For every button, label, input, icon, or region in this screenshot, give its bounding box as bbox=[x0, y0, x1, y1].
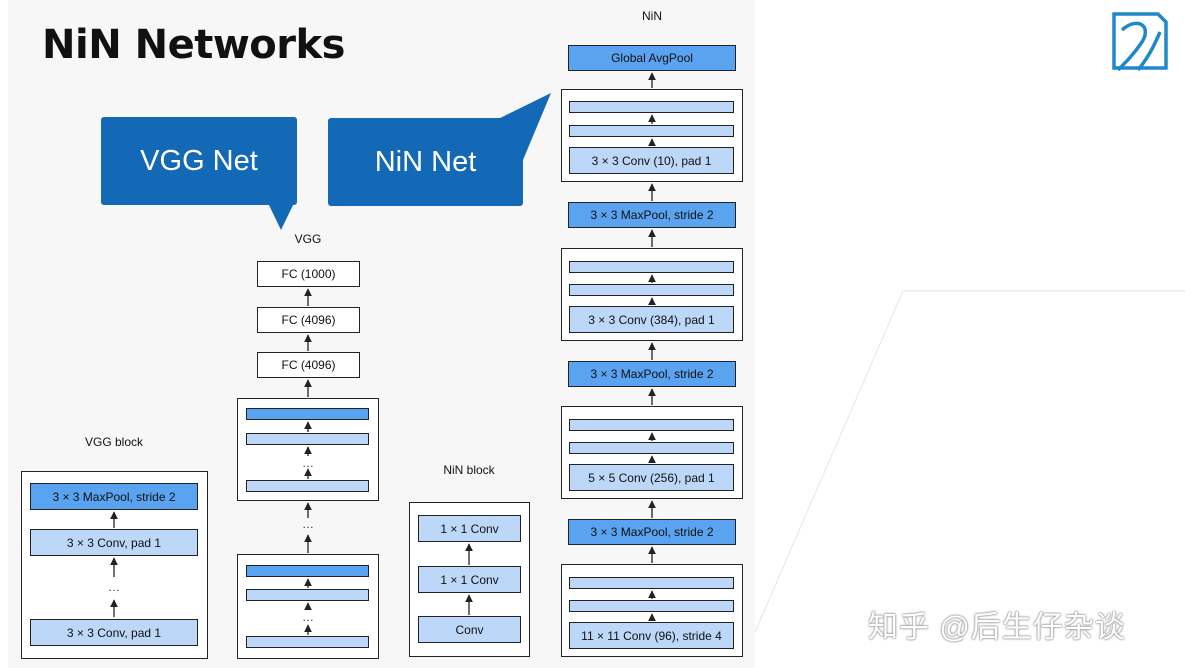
vgg-fc-4096-upper: FC (4096) bbox=[257, 307, 360, 333]
callout-nin-tail bbox=[496, 93, 551, 160]
vgg-stage-top-ellipsis: … bbox=[302, 456, 314, 470]
vgg-block-maxpool: 3 × 3 MaxPool, stride 2 bbox=[30, 483, 198, 510]
nin-maxpool-1: 3 × 3 MaxPool, stride 2 bbox=[568, 519, 736, 545]
nin-block-1-1x1-bottom bbox=[569, 600, 734, 612]
nin-block-1-1x1-top bbox=[569, 577, 734, 589]
vgg-stage-bottom-conv-bottom bbox=[246, 636, 369, 648]
brand-logo-icon bbox=[1112, 12, 1168, 72]
nin-block-4-1x1-bottom bbox=[569, 125, 734, 137]
callout-nin-net: NiN Net bbox=[328, 118, 523, 206]
nin-block-label: NiN block bbox=[443, 463, 495, 477]
nin-block-3-1x1-top bbox=[569, 261, 734, 273]
vgg-stage-bottom-conv bbox=[246, 589, 369, 601]
nin-block-4-1x1-top bbox=[569, 101, 734, 113]
vgg-block-ellipsis: … bbox=[108, 580, 120, 594]
vgg-block-conv-top: 3 × 3 Conv, pad 1 bbox=[30, 529, 198, 556]
nin-block-3-1x1-bottom bbox=[569, 284, 734, 296]
nin-global-avgpool: Global AvgPool bbox=[568, 45, 736, 71]
nin-block-1-conv: 11 × 11 Conv (96), stride 4 bbox=[569, 622, 734, 649]
vgg-between-ellipsis: … bbox=[302, 517, 314, 531]
callout-vgg-net: VGG Net bbox=[101, 117, 297, 205]
vgg-stage-top-conv bbox=[246, 433, 369, 445]
vgg-fc-4096-lower: FC (4096) bbox=[257, 352, 360, 378]
watermark: 知乎 @后生仔杂谈 bbox=[868, 611, 1126, 644]
vgg-block-conv-bottom: 3 × 3 Conv, pad 1 bbox=[30, 619, 198, 646]
vgg-label: VGG bbox=[294, 232, 322, 246]
vgg-stage-bottom-pool bbox=[246, 565, 369, 577]
vgg-stage-top-conv-bottom bbox=[246, 480, 369, 492]
callout-vgg-tail bbox=[268, 203, 294, 230]
nin-block-1x1-conv-bottom: 1 × 1 Conv bbox=[418, 566, 521, 593]
callout-nin-net-label: NiN Net bbox=[374, 145, 477, 178]
nin-label: NiN bbox=[642, 9, 662, 23]
vgg-stage-bottom-ellipsis: … bbox=[302, 610, 314, 624]
nin-block-3-conv: 3 × 3 Conv (384), pad 1 bbox=[569, 306, 734, 333]
nin-block-1x1-conv-top: 1 × 1 Conv bbox=[418, 515, 521, 542]
nin-block-2-1x1-bottom bbox=[569, 442, 734, 454]
vgg-block-label: VGG block bbox=[84, 435, 144, 449]
nin-block-conv: Conv bbox=[418, 616, 521, 643]
callout-vgg-net-label: VGG Net bbox=[140, 144, 258, 177]
slide-title: NiN Networks bbox=[42, 22, 345, 68]
decor-line-diagonal bbox=[754, 290, 904, 633]
nin-maxpool-3: 3 × 3 MaxPool, stride 2 bbox=[568, 202, 736, 228]
nin-block-2-conv: 5 × 5 Conv (256), pad 1 bbox=[569, 464, 734, 491]
nin-block-4-conv: 3 × 3 Conv (10), pad 1 bbox=[569, 147, 734, 174]
nin-block-2-1x1-top bbox=[569, 419, 734, 431]
vgg-stage-top-pool bbox=[246, 408, 369, 420]
vgg-fc-1000: FC (1000) bbox=[257, 261, 360, 287]
nin-maxpool-2: 3 × 3 MaxPool, stride 2 bbox=[568, 361, 736, 387]
